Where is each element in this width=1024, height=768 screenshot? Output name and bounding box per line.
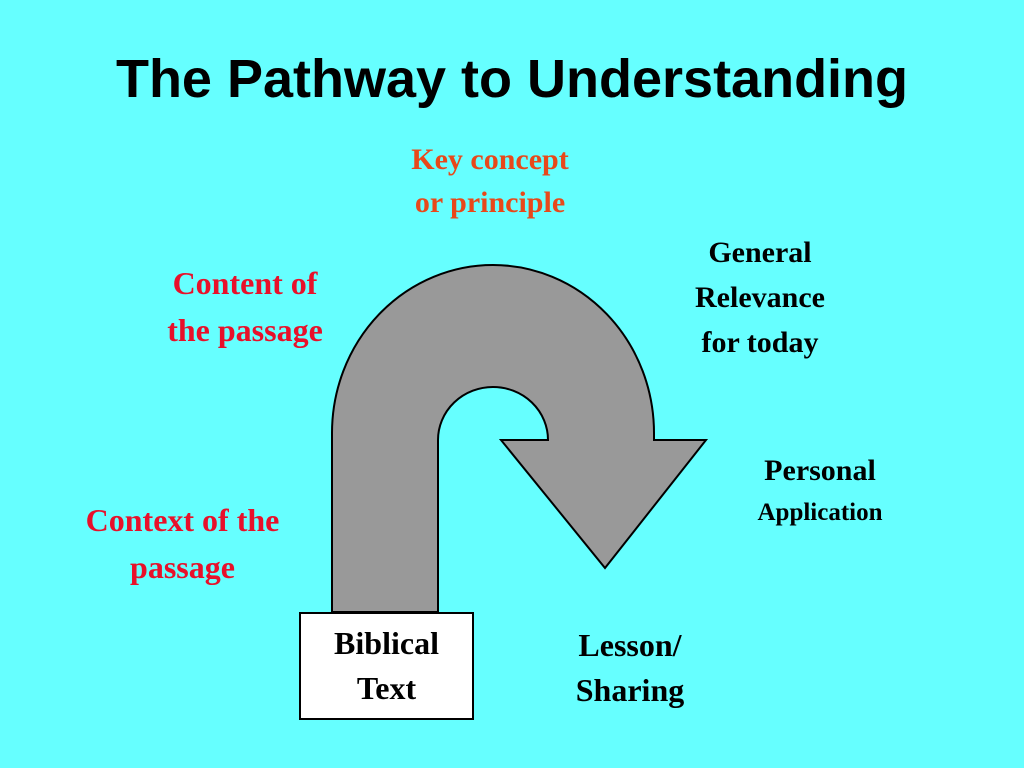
- key-concept-label: Key concept or principle: [411, 143, 569, 219]
- context-of-passage-label: Context of the passage: [85, 502, 280, 585]
- content-of-passage-label: Content of the passage: [167, 265, 323, 348]
- personal-application-label: Personal Application: [757, 454, 883, 526]
- general-relevance-label: General Relevance for today: [695, 236, 825, 359]
- u-turn-arrow-shape: [331, 264, 709, 613]
- lesson-sharing-label: Lesson/ Sharing: [575, 627, 685, 708]
- slide-title: The Pathway to Understanding: [115, 49, 909, 109]
- biblical-text-box: Biblical Text: [299, 612, 474, 720]
